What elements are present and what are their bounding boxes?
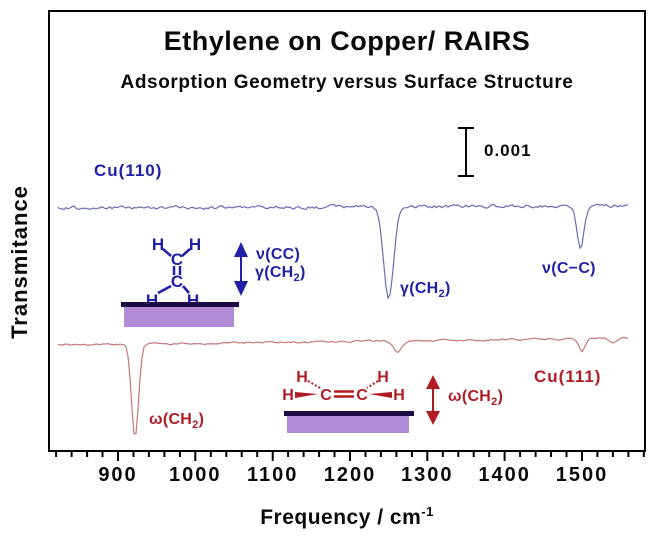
atom-h: H: [296, 369, 308, 386]
atom-c: C: [171, 272, 183, 291]
trace-label-cu111: Cu(111): [534, 367, 602, 386]
peak-label-gamma-ch2: γ(CH2): [400, 280, 451, 301]
atom-h: H: [377, 369, 389, 386]
atom-h: H: [282, 387, 294, 404]
mode-label-gamma-ch2: γ(CH2): [255, 264, 306, 285]
svg-text:1300: 1300: [401, 464, 454, 486]
atom-c: C: [171, 250, 183, 269]
vibration-arrow-cu110-icon: [234, 242, 248, 296]
x-axis-label: Frequency / cm-1: [48, 504, 646, 530]
scale-bar-value: 0.001: [484, 141, 532, 160]
svg-text:1200: 1200: [324, 464, 377, 486]
vibration-arrow-cu111-icon: [426, 375, 440, 425]
svg-text:1400: 1400: [478, 464, 531, 486]
atom-c: C: [320, 387, 332, 404]
atom-c: C: [356, 387, 368, 404]
peak-label-nu-c-c: ν(C−C): [542, 260, 596, 277]
figure-subtitle: Adsorption Geometry versus Surface Struc…: [120, 72, 574, 93]
scale-bar-icon: [458, 127, 474, 177]
svg-text:1100: 1100: [247, 464, 298, 486]
svg-text:900: 900: [98, 464, 137, 486]
trace-label-cu110: Cu(110): [94, 161, 163, 180]
mode-label-omega-ch2: ω(CH2): [448, 388, 504, 409]
plot-frame: [48, 10, 646, 452]
atom-h: H: [152, 235, 164, 254]
svg-text:1500: 1500: [556, 464, 609, 486]
svg-text:1000: 1000: [169, 464, 222, 486]
figure-title: Ethylene on Copper/ RAIRS: [163, 26, 531, 56]
surface-slab-cu111: [287, 416, 409, 433]
surface-line-cu111: [284, 411, 414, 416]
mode-label-nu-cc: ν(CC): [256, 246, 301, 263]
atom-h: H: [189, 235, 201, 254]
peak-label-omega-ch2: ω(CH2): [149, 411, 205, 432]
x-axis-label-exponent: -1: [421, 504, 434, 519]
surface-line-cu110: [121, 302, 239, 307]
surface-slab-cu110: [124, 307, 234, 327]
x-axis-label-base: Frequency / cm: [260, 506, 422, 529]
atom-h: H: [393, 387, 405, 404]
ethylene-flat-diagram: H H H C C H: [282, 369, 405, 404]
